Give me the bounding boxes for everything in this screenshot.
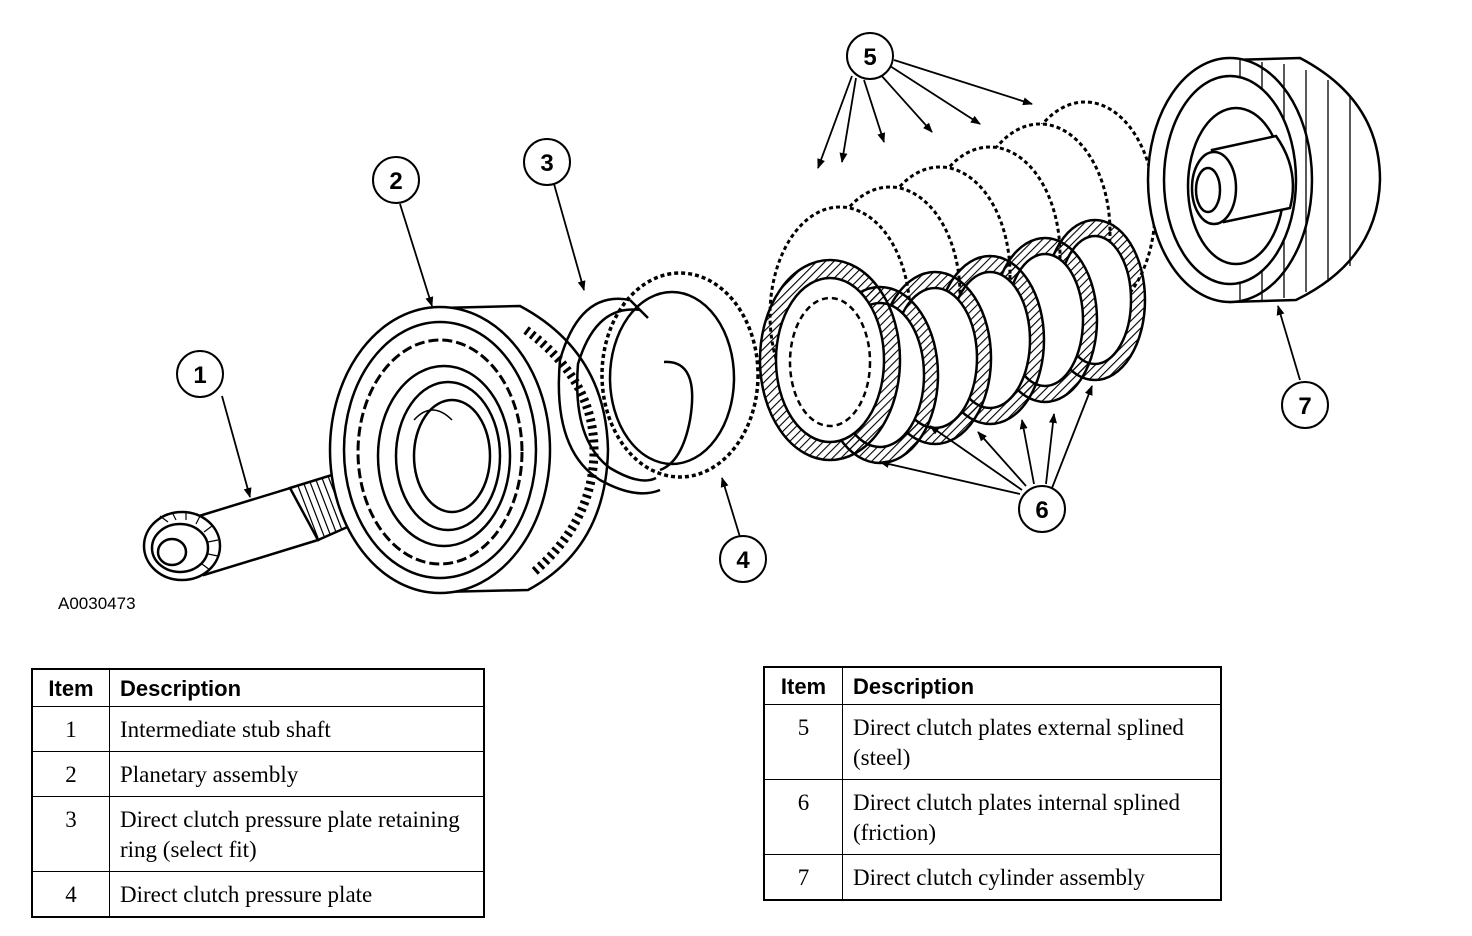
item-number: 3 [31,796,110,872]
item-number: 6 [763,779,843,855]
figure-id: A0030473 [58,594,136,613]
table-row: 3 Direct clutch pressure plate retaining… [31,796,485,872]
table-row: 7 Direct clutch cylinder assembly [763,854,1222,901]
item-column-header: Item [763,666,843,705]
item-number: 1 [31,706,110,752]
table-header-row: Item Description [31,668,485,707]
table-row: 6 Direct clutch plates internal splined … [763,779,1222,855]
item-number: 4 [31,871,110,918]
item-description: Planetary assembly [109,751,485,797]
callout-6: 6 [1018,485,1066,533]
svg-text:2: 2 [389,168,402,195]
callout-5: 5 [846,32,894,80]
item-description: Direct clutch pressure plate retaining r… [109,796,485,872]
item-number: 5 [763,704,843,780]
table-row: 2 Planetary assembly [31,751,485,797]
item-description: Direct clutch cylinder assembly [842,854,1222,901]
retaining-ring-drawing [557,297,661,495]
table-row: 1 Intermediate stub shaft [31,706,485,752]
item-number: 2 [31,751,110,797]
stub-shaft-drawing [142,472,356,582]
parts-table-right: Item Description 5 Direct clutch plates … [763,666,1222,901]
description-column-header: Description [842,666,1222,705]
svg-text:4: 4 [736,547,750,574]
svg-text:6: 6 [1035,497,1048,524]
item-number: 7 [763,854,843,901]
clutch-pack-drawing [758,100,1157,465]
pressure-plate-drawing [600,271,760,479]
callout-4: 4 [719,535,767,583]
svg-text:1: 1 [193,362,206,389]
item-description: Intermediate stub shaft [109,706,485,752]
table-header-row: Item Description [763,666,1222,705]
parts-table-left: Item Description 1 Intermediate stub sha… [31,668,485,918]
description-column-header: Description [109,668,485,707]
item-column-header: Item [31,668,110,707]
planetary-assembly-drawing [328,304,610,595]
clutch-cylinder-drawing [1146,56,1382,304]
svg-text:7: 7 [1298,393,1311,420]
item-description: Direct clutch plates internal splined (f… [842,779,1222,855]
table-row: 4 Direct clutch pressure plate [31,871,485,918]
item-description: Direct clutch plates external splined (s… [842,704,1222,780]
item-description: Direct clutch pressure plate [109,871,485,918]
callout-7: 7 [1281,381,1329,429]
table-row: 5 Direct clutch plates external splined … [763,704,1222,780]
svg-text:5: 5 [863,44,876,71]
callout-3: 3 [523,138,571,186]
leader-lines [221,59,1301,538]
callout-2: 2 [372,156,420,204]
svg-text:3: 3 [540,150,553,177]
callout-1: 1 [176,350,224,398]
